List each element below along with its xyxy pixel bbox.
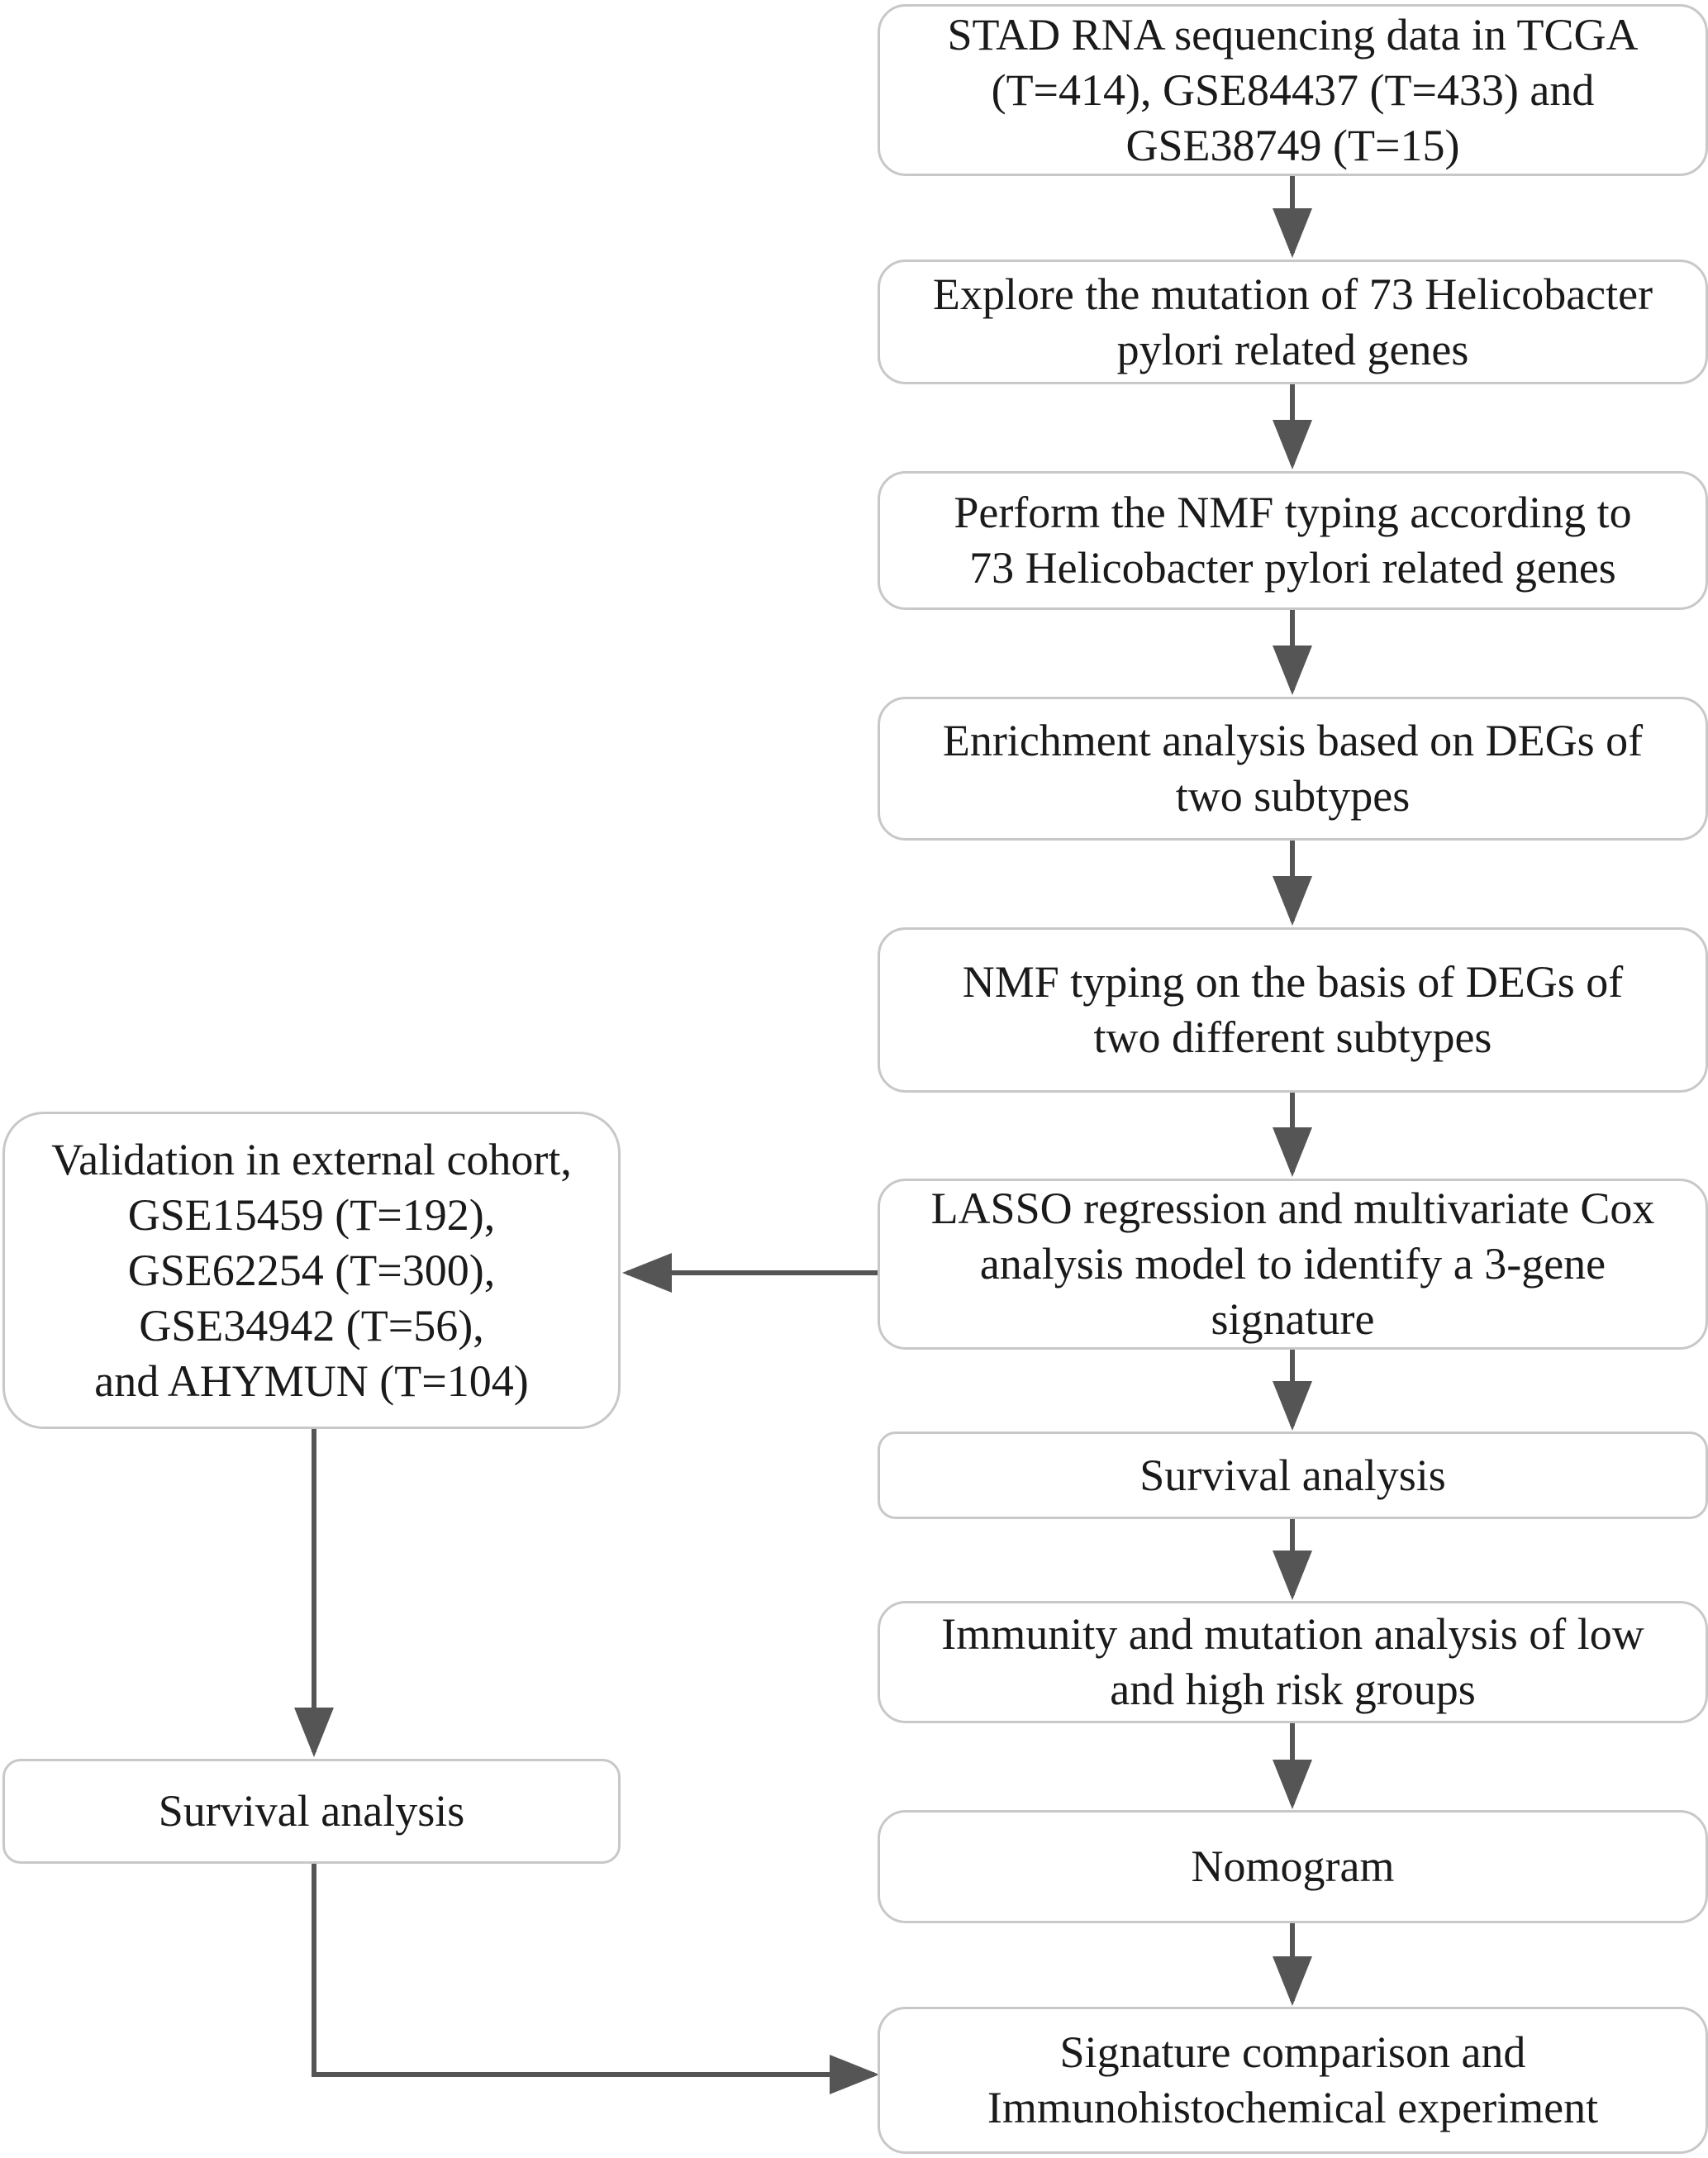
box-nmf-typing-genes: Perform the NMF typing according to 73 H… <box>878 471 1708 610</box>
box-stad-data: STAD RNA sequencing data in TCGA (T=414)… <box>878 4 1708 176</box>
box-validation-external-text: Validation in external cohort, GSE15459 … <box>51 1134 572 1406</box>
box-explore-mutation: Explore the mutation of 73 Helicobacter … <box>878 260 1708 384</box>
box-nomogram-text: Nomogram <box>1191 1841 1395 1891</box>
box-nomogram: Nomogram <box>878 1810 1708 1923</box>
box-lasso-cox: LASSO regression and multivariate Cox an… <box>878 1179 1708 1350</box>
box-nmf-typing-degs-text: NMF typing on the basis of DEGs of two d… <box>962 957 1624 1062</box>
box-signature-comparison: Signature comparison and Immunohistochem… <box>878 2007 1708 2154</box>
box-nmf-typing-genes-text: Perform the NMF typing according to 73 H… <box>954 488 1632 593</box>
arrow-survival-to-signature <box>312 1864 879 2094</box>
box-stad-data-text: STAD RNA sequencing data in TCGA (T=414)… <box>947 9 1639 170</box>
box-immunity-mutation-text: Immunity and mutation analysis of low an… <box>941 1609 1644 1714</box>
box-nmf-typing-degs: NMF typing on the basis of DEGs of two d… <box>878 927 1708 1093</box>
box-validation-external: Validation in external cohort, GSE15459 … <box>2 1112 621 1429</box>
box-lasso-cox-text: LASSO regression and multivariate Cox an… <box>930 1184 1655 1344</box>
box-enrichment-analysis: Enrichment analysis based on DEGs of two… <box>878 697 1708 841</box>
box-enrichment-analysis-text: Enrichment analysis based on DEGs of two… <box>942 716 1644 821</box>
box-survival-analysis-side-text: Survival analysis <box>158 1786 465 1836</box>
box-immunity-mutation: Immunity and mutation analysis of low an… <box>878 1601 1708 1723</box>
box-signature-comparison-text: Signature comparison and Immunohistochem… <box>987 2027 1599 2132</box>
box-survival-analysis-side: Survival analysis <box>2 1759 621 1864</box>
box-survival-analysis-main-text: Survival analysis <box>1139 1450 1446 1500</box>
box-survival-analysis-main: Survival analysis <box>878 1432 1708 1519</box>
box-explore-mutation-text: Explore the mutation of 73 Helicobacter … <box>932 269 1653 374</box>
